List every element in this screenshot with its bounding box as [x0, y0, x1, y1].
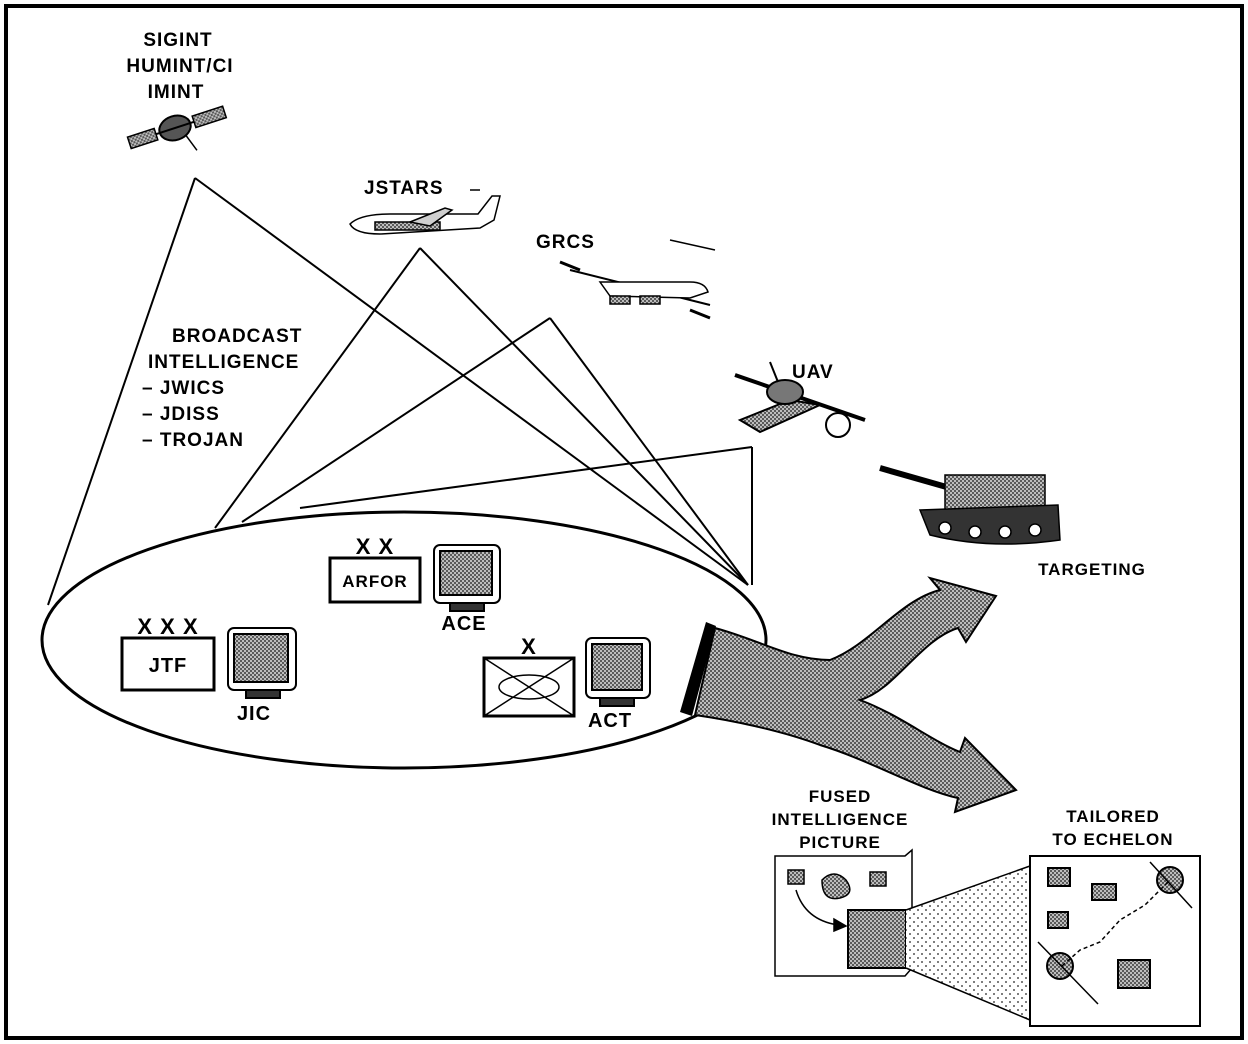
fused-title-line: FUSED — [809, 787, 872, 806]
jtf-unit — [120, 636, 216, 692]
tailored-picture-title: TAILORED TO ECHELON — [1052, 807, 1173, 849]
uav-icon — [734, 361, 866, 438]
fused-title-line: PICTURE — [799, 833, 881, 852]
targeting-label: TARGETING — [1038, 560, 1146, 579]
uav-label: UAV — [792, 362, 834, 383]
brigade-unit — [482, 656, 576, 718]
arfor-box-label: ARFOR — [342, 572, 407, 591]
broadcast-item: – TROJAN — [142, 430, 244, 451]
grcs-aircraft-icon — [559, 239, 716, 320]
area-of-operations-ellipse — [40, 510, 768, 770]
grcs-label: GRCS — [536, 232, 595, 253]
computer-monitor-icon — [227, 627, 297, 699]
satellite-icon — [126, 105, 228, 151]
fused-picture-panel — [774, 848, 1031, 1021]
sensor-coverage-lines — [47, 177, 753, 606]
tailored-picture-panel — [1029, 855, 1201, 1027]
ace-label: ACE — [441, 613, 486, 635]
diagram-frame — [4, 4, 1244, 1040]
satellite-labels: SIGINT HUMINT/CI IMINT — [126, 30, 233, 103]
satellite-label-imint: IMINT — [148, 82, 205, 103]
broadcast-item: – JWICS — [142, 378, 225, 399]
satellite-label-humint: HUMINT/CI — [126, 56, 233, 77]
jstars-aircraft-icon — [349, 189, 501, 235]
jstars-label: JSTARS — [364, 178, 444, 199]
tailored-title-line: TO ECHELON — [1052, 830, 1173, 849]
fused-picture-title: FUSED INTELLIGENCE PICTURE — [772, 787, 909, 852]
broadcast-title-line-2: INTELLIGENCE — [148, 352, 299, 373]
broadcast-intelligence-list: BROADCAST INTELLIGENCE – JWICS – JDISS –… — [142, 326, 302, 451]
jic-label: JIC — [237, 703, 271, 725]
jtf-echelon-symbol: X X X — [137, 614, 198, 639]
howitzer-icon — [879, 465, 1061, 545]
arfor-unit — [328, 556, 422, 604]
broadcast-title-line-1: BROADCAST — [172, 326, 302, 347]
fused-title-line: INTELLIGENCE — [772, 810, 909, 829]
act-label: ACT — [588, 710, 632, 732]
tailored-title-line: TAILORED — [1066, 807, 1160, 826]
fusion-arrow — [680, 576, 1018, 814]
brigade-echelon-symbol: X — [521, 634, 537, 659]
computer-monitor-icon — [585, 637, 651, 707]
arfor-echelon-symbol: X X — [356, 534, 394, 559]
computer-monitor-icon — [433, 544, 501, 612]
jtf-box-label: JTF — [149, 655, 188, 677]
satellite-label-sigint: SIGINT — [143, 30, 212, 51]
broadcast-item: – JDISS — [142, 404, 220, 425]
